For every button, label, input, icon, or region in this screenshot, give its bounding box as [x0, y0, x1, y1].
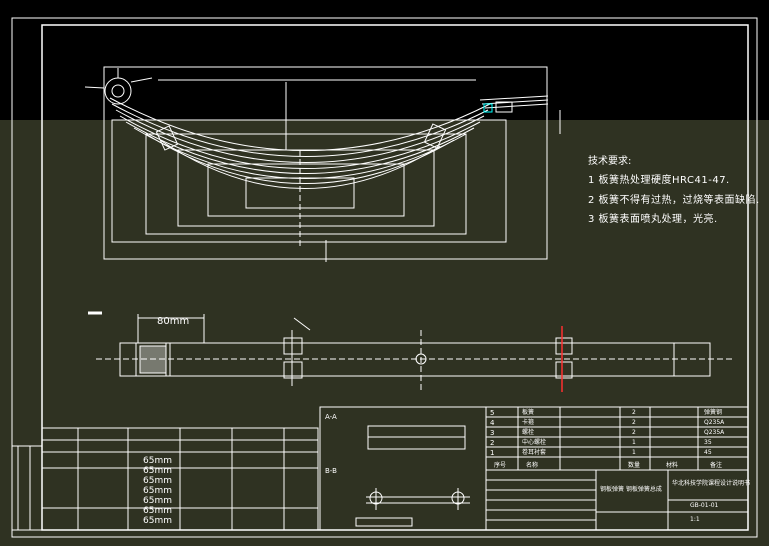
parts-row-no: 5	[490, 409, 495, 417]
top-background	[0, 0, 769, 120]
dim-table-value: 65mm	[143, 516, 172, 526]
parts-header-name: 名称	[526, 462, 539, 469]
title-block-drawing-no: GB-01-01	[690, 502, 719, 509]
parts-row-name: 板簧	[522, 409, 535, 416]
outer-frame	[11, 17, 758, 538]
parts-row-name: 中心螺栓	[522, 439, 547, 446]
parts-row-material: 35	[704, 439, 712, 446]
parts-row-material: Q235A	[704, 419, 725, 426]
parts-row-name: 螺栓	[522, 429, 535, 436]
dim-table-value: 65mm	[143, 456, 172, 466]
section-panel	[319, 406, 487, 531]
parts-header-note: 备注	[710, 462, 723, 469]
spring-plan-view	[88, 311, 732, 392]
parts-row-material: 45	[704, 449, 712, 456]
dim-table-value: 65mm	[143, 486, 172, 496]
tech-req-item: 1 板簧热处理硬度HRC41-47.	[588, 175, 730, 186]
parts-header-qty: 数量	[628, 462, 641, 469]
parts-row-material: Q235A	[704, 429, 725, 436]
parts-row-name: 卷耳衬套	[522, 449, 547, 456]
parts-header-no: 序号	[494, 462, 507, 469]
parts-row-qty: 2	[632, 409, 636, 416]
parts-row-qty: 2	[632, 429, 636, 436]
parts-row-qty: 2	[632, 419, 636, 426]
dim-table-left	[11, 427, 319, 531]
parts-row-no: 2	[490, 439, 495, 447]
parts-row-qty: 1	[632, 439, 636, 446]
parts-row-no: 4	[490, 419, 495, 427]
tech-req-item: 3 板簧表面喷丸处理，光亮.	[588, 214, 718, 225]
tech-req-title: 技术要求:	[588, 156, 632, 167]
tech-req-item: 2 板簧不得有过热，过烧等表面缺陷.	[588, 195, 760, 206]
parts-row-material: 弹簧钢	[704, 409, 723, 416]
section-label-a: A-A	[325, 413, 337, 421]
spring-elevation-view	[84, 66, 561, 262]
parts-row-no: 1	[490, 449, 495, 457]
parts-table	[485, 406, 749, 531]
parts-header-material: 材料	[666, 462, 679, 469]
title-block-school: 华北科技学院课程设计说明书	[672, 480, 751, 487]
title-block-title: 钢板弹簧 钢板弹簧总成	[600, 486, 662, 493]
width-dimension: 80mm	[157, 316, 190, 327]
dim-table-value: 65mm	[143, 476, 172, 486]
parts-row-name: 卡箍	[522, 419, 535, 426]
parts-row-qty: 1	[632, 449, 636, 456]
dim-table-value: 65mm	[143, 466, 172, 476]
section-label-b: B-B	[325, 467, 337, 475]
dim-table-value: 65mm	[143, 496, 172, 506]
title-block-scale: 1:1	[690, 516, 700, 523]
dim-table-value: 65mm	[143, 506, 172, 516]
highlight-marker	[483, 103, 493, 113]
parts-row-no: 3	[490, 429, 495, 437]
